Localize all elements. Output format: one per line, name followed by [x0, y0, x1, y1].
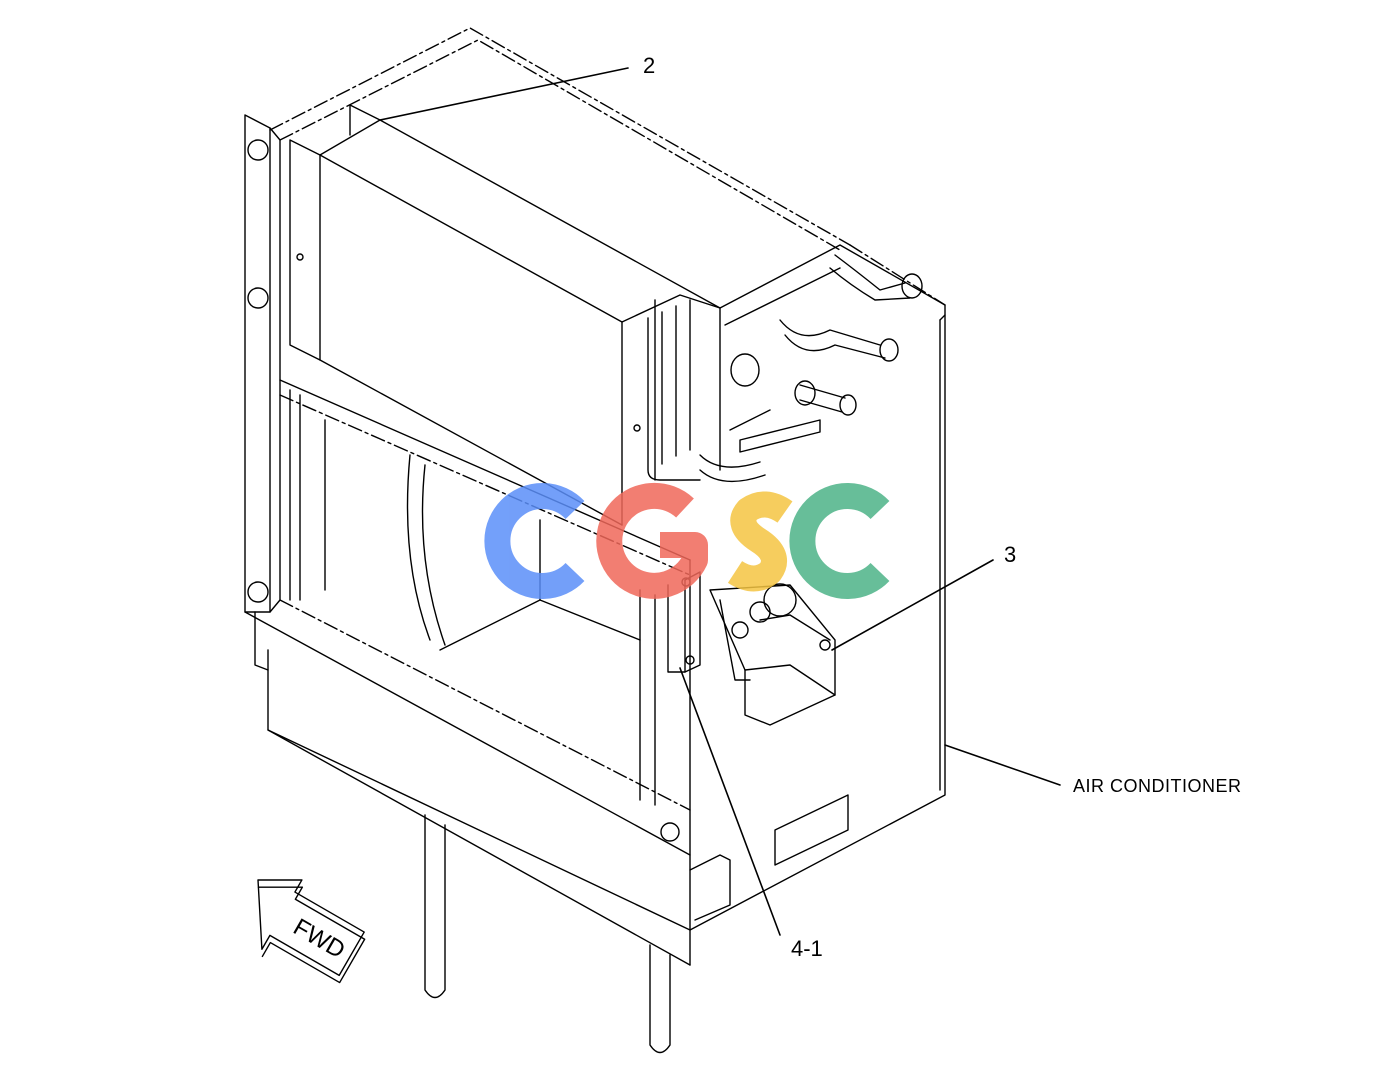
blower-housing	[254, 394, 731, 966]
right-side-panel	[689, 244, 946, 931]
leader-lines	[379, 67, 1061, 936]
callout-2: 2	[643, 53, 656, 78]
leader-line-4-1	[679, 667, 781, 936]
support-legs	[424, 814, 671, 1054]
callout-3: 3	[1004, 542, 1017, 567]
housing-top-outline	[269, 27, 946, 306]
callout-4-1: 4-1	[791, 936, 823, 961]
callout-air-conditioner: AIR CONDITIONER	[1073, 776, 1242, 796]
actuator	[709, 583, 836, 726]
watermark-letter-g	[596, 482, 708, 599]
watermark-letter-c2	[789, 483, 890, 599]
leader-line-2	[379, 67, 629, 121]
refrigerant-hoses	[730, 254, 923, 453]
watermark	[484, 482, 890, 599]
watermark-letter-c1	[484, 483, 585, 599]
leader-line-3	[831, 559, 994, 651]
evaporator-core	[289, 104, 721, 526]
watermark-letter-s	[727, 491, 793, 592]
mounting-frame	[244, 114, 691, 856]
evaporator-tubes	[647, 299, 766, 483]
fwd-arrow: FWD	[257, 879, 366, 984]
leader-line-air-conditioner	[944, 744, 1061, 786]
